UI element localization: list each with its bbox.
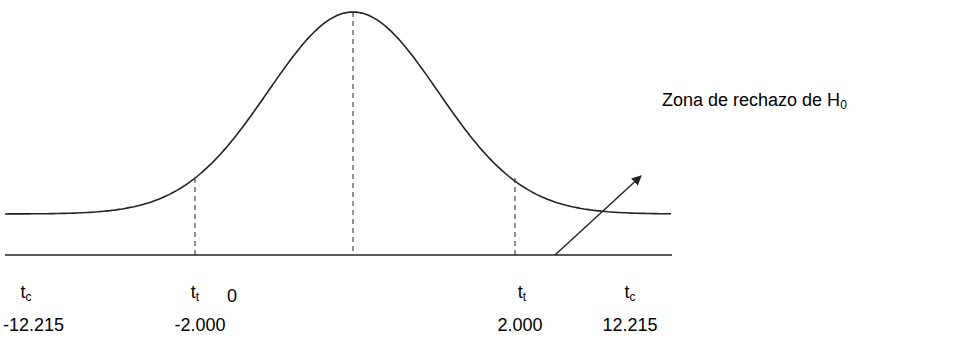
- axis-value: -2.000: [174, 316, 225, 334]
- axis-symbol: tc: [20, 283, 31, 303]
- axis-value: -12.215: [3, 316, 64, 334]
- axis-value: 12.215: [602, 316, 657, 334]
- axis-symbol: tt: [518, 283, 526, 303]
- pointer-arrow: [555, 176, 641, 255]
- density-curve: [5, 12, 671, 214]
- axis-symbol: tt: [191, 283, 199, 303]
- axis-symbol: tc: [624, 283, 635, 303]
- center-line: [353, 12, 354, 255]
- axis-value: 2.000: [497, 316, 542, 334]
- x-axis: [5, 254, 672, 256]
- critical-line: [195, 178, 196, 255]
- axis-value: 0: [227, 287, 237, 305]
- rejection-zone-label: Zona de rechazo de H0: [662, 91, 847, 111]
- critical-line: [515, 178, 516, 255]
